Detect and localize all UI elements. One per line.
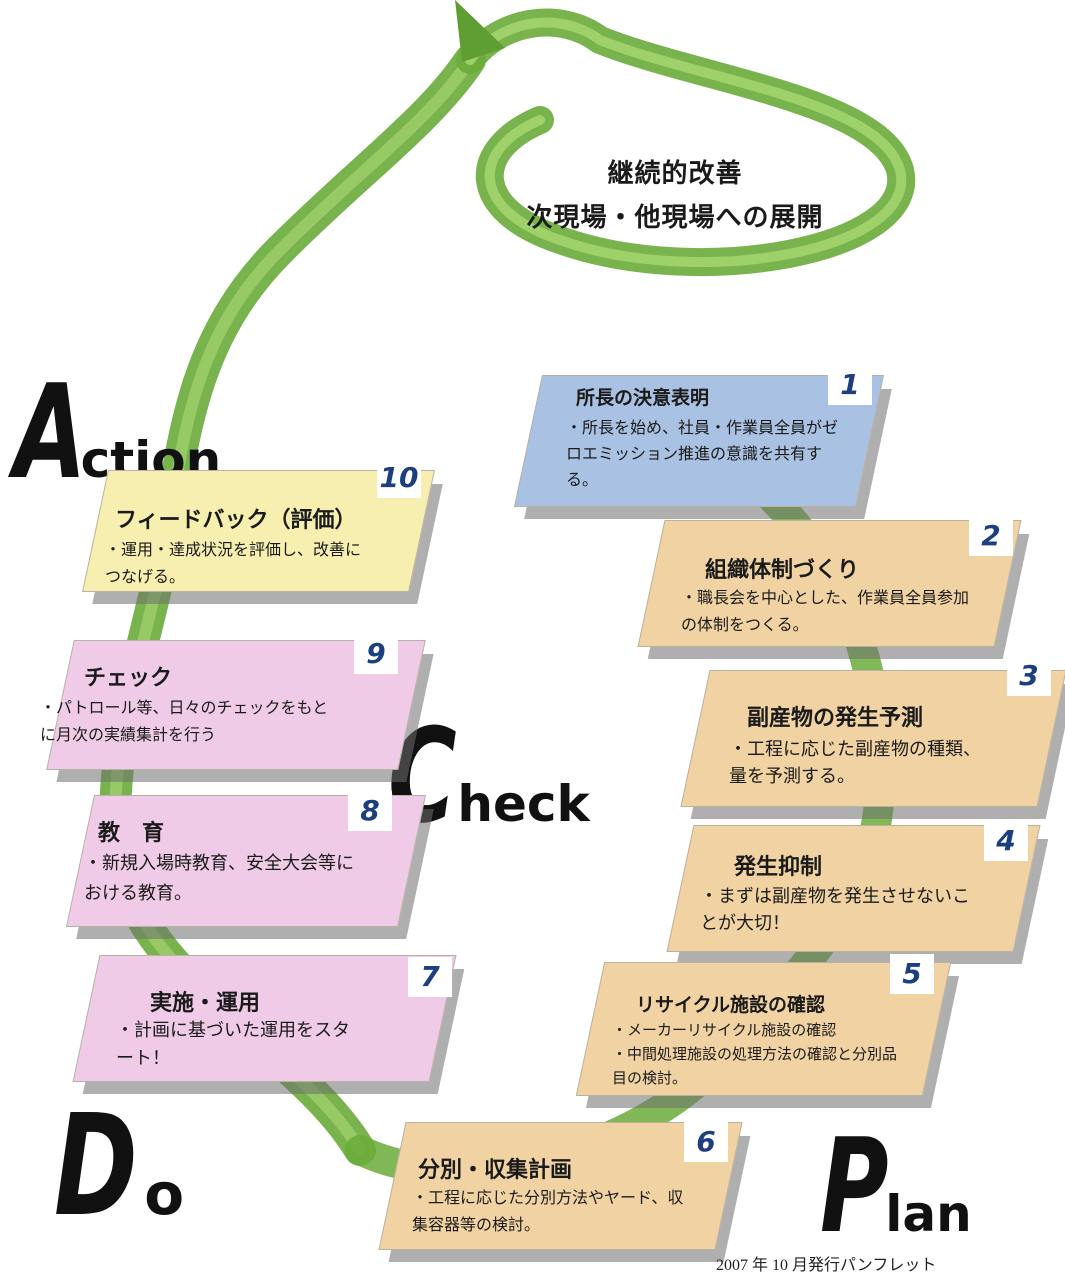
- step-title: リサイクル施設の確認: [636, 994, 826, 1016]
- step-card-content: リサイクル施設の確認 ・メーカーリサイクル施設の確認 ・中間処理施設の処理方法の…: [590, 962, 935, 1094]
- step-desc: ・パトロール等、日々のチェックをもとに月次の実績集計を行う: [40, 698, 329, 744]
- step-card-5: リサイクル施設の確認 ・メーカーリサイクル施設の確認 ・中間処理施設の処理方法の…: [575, 954, 960, 1108]
- step-title: 分別・収集計画: [418, 1158, 573, 1183]
- step-number-badge: 2: [969, 516, 1013, 556]
- step-number-badge: 8: [348, 791, 392, 831]
- step-desc: ・職長会を中心とした、作業員全員参加の体制をつくる。: [681, 588, 970, 634]
- step-number-badge: 7: [408, 957, 452, 997]
- step-desc: ・工程に応じた副産物の種類、量を予測する。: [729, 739, 981, 787]
- step-desc: ・計画に基づいた運用をスタート！: [116, 1020, 350, 1069]
- phase-plan: Plan: [820, 1110, 972, 1262]
- step-number-badge: 3: [1007, 656, 1051, 696]
- step-number-badge: 9: [354, 634, 398, 674]
- step-title: 副産物の発生予測: [747, 706, 924, 731]
- step-card-10: フィードバック（評価） ・運用・達成状況を評価し、改善につなげる。 10: [82, 458, 443, 604]
- step-card-content: 発生抑制 ・まずは副産物を発生させないことが大切！: [680, 825, 1025, 950]
- step-desc: ・工程に応じた分別方法やヤード、収集容器等の検討。: [412, 1188, 684, 1234]
- step-card-content: 実施・運用 ・計画に基づいた運用をスタート！: [86, 955, 441, 1080]
- step-card-content: 副産物の発生予測 ・工程に応じた副産物の種類、量を予測する。: [695, 670, 1050, 805]
- step-card-9: チェック ・パトロール等、日々のチェックをもとに月次の実績集計を行う 9: [40, 634, 434, 782]
- step-title: 実施・運用: [150, 991, 261, 1016]
- step-card-6: 分別・収集計画 ・工程に応じた分別方法やヤード、収集容器等の検討。 6: [378, 1122, 751, 1262]
- step-card-content: 教 育 ・新規入場時教育、安全大会等における教育。: [80, 795, 410, 925]
- step-card-3: 副産物の発生予測 ・工程に応じた副産物の種類、量を予測する。 3: [680, 656, 1065, 819]
- step-title: 組織体制づくり: [705, 558, 860, 583]
- step-card-8: 教 育 ・新規入場時教育、安全大会等における教育。 8: [65, 791, 434, 939]
- banner: 継続的改善 次現場・他現場への展開: [520, 152, 830, 240]
- step-card-content: 分別・収集計画 ・工程に応じた分別方法やヤード、収集容器等の検討。: [392, 1122, 727, 1248]
- step-card-4: 発生抑制 ・まずは副産物を発生させないことが大切！ 4: [666, 821, 1049, 964]
- step-card-content: 所長の決意表明 ・所長を始め、社員・作業員全員がゼロエミッション推進の意識を共有…: [528, 375, 868, 505]
- step-title: フィードバック（評価）: [115, 508, 357, 533]
- step-title: 所長の決意表明: [576, 387, 710, 409]
- step-desc: ・まずは副産物を発生させないことが大切！: [700, 886, 970, 934]
- step-title: チェック: [84, 666, 173, 691]
- step-number-badge: 4: [984, 821, 1028, 861]
- step-title: 発生抑制: [734, 855, 823, 880]
- step-card-1: 所長の決意表明 ・所長を始め、社員・作業員全員がゼロエミッション推進の意識を共有…: [513, 365, 892, 519]
- step-card-2: 組織体制づくり ・職長会を中心とした、作業員全員参加の体制をつくる。 2: [637, 516, 1030, 659]
- step-desc: ・運用・達成状況を評価し、改善につなげる。: [105, 540, 362, 586]
- phase-plan-rest: lan: [885, 1185, 972, 1243]
- step-number-badge: 1: [828, 365, 872, 405]
- phase-do-initial: D: [54, 1085, 138, 1248]
- step-number-badge: 10: [377, 458, 421, 498]
- step-desc: ・メーカーリサイクル施設の確認 ・中間処理施設の処理方法の確認と分別品目の検討。: [612, 1021, 898, 1087]
- step-card-content: 組織体制づくり ・職長会を中心とした、作業員全員参加の体制をつくる。: [651, 520, 1006, 645]
- step-card-content: チェック ・パトロール等、日々のチェックをもとに月次の実績集計を行う: [40, 640, 410, 768]
- step-number-badge: 6: [684, 1122, 728, 1162]
- phase-do-rest: o: [144, 1160, 185, 1228]
- step-card-content: フィードバック（評価） ・運用・達成状況を評価し、改善につなげる。: [95, 470, 420, 590]
- banner-line-1: 継続的改善: [607, 159, 743, 189]
- banner-line-2: 次現場・他現場への展開: [526, 203, 824, 233]
- step-desc: ・所長を始め、社員・作業員全員がゼロエミッション推進の意識を共有する。: [566, 418, 839, 489]
- phase-action-initial: A: [14, 356, 87, 508]
- footer-caption: 2007 年 10 月発行パンフレット: [716, 1257, 937, 1274]
- step-card-7: 実施・運用 ・計画に基づいた運用をスタート！ 7: [72, 955, 465, 1094]
- step-desc: ・新規入場時教育、安全大会等における教育。: [84, 853, 354, 904]
- step-title: 教 育: [98, 821, 165, 846]
- step-number-badge: 5: [890, 954, 934, 994]
- phase-plan-initial: P: [820, 1110, 889, 1262]
- phase-check-rest: heck: [457, 775, 590, 833]
